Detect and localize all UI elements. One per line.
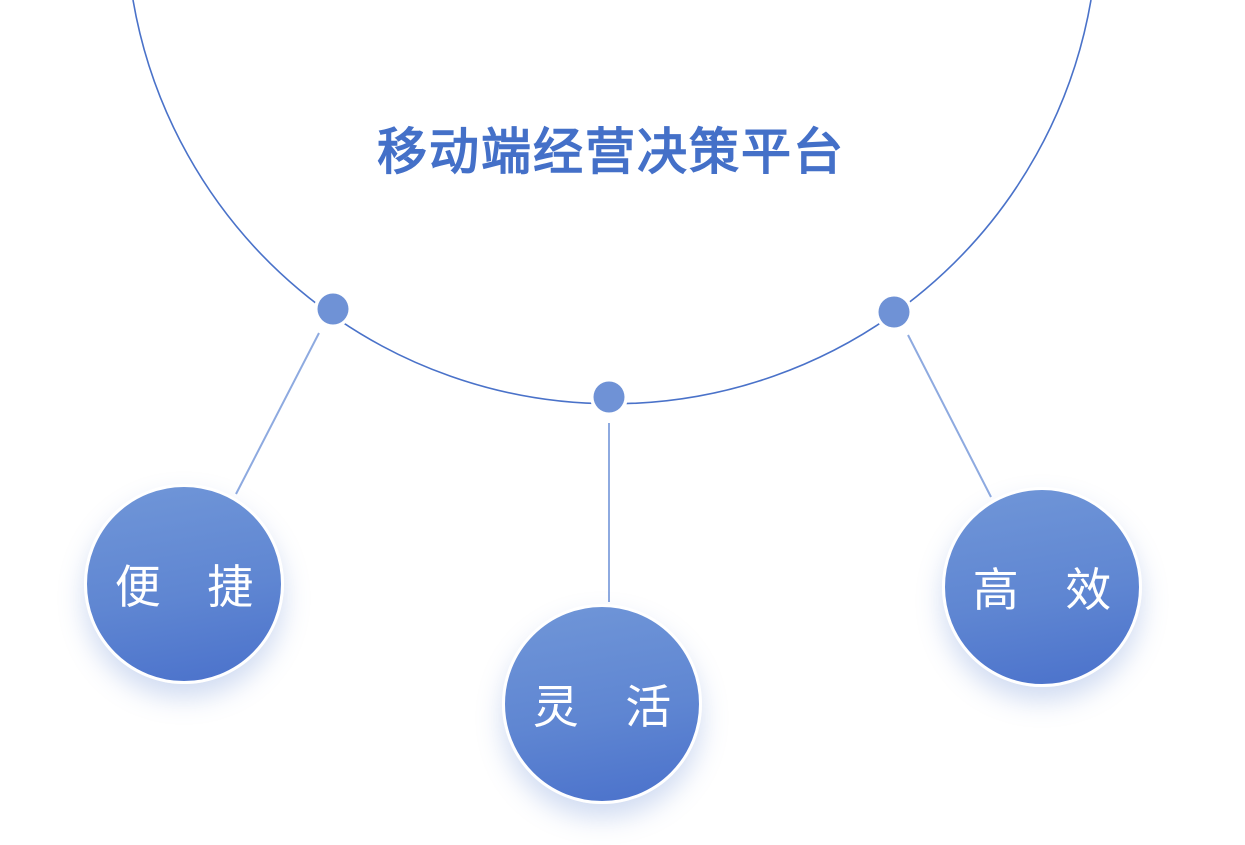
dot-center-fill [593, 381, 625, 413]
connector-right [907, 334, 992, 498]
platform-title: 移动端经营决策平台 [377, 123, 845, 181]
node-efficient: 高 效 [942, 487, 1142, 687]
node-convenient: 便 捷 [84, 484, 284, 684]
dot-right-fill [878, 296, 910, 328]
connector-left [235, 332, 320, 495]
main-arc [132, 0, 1092, 405]
node-flexible: 灵 活 [502, 604, 702, 804]
dot-left-fill [317, 293, 349, 325]
